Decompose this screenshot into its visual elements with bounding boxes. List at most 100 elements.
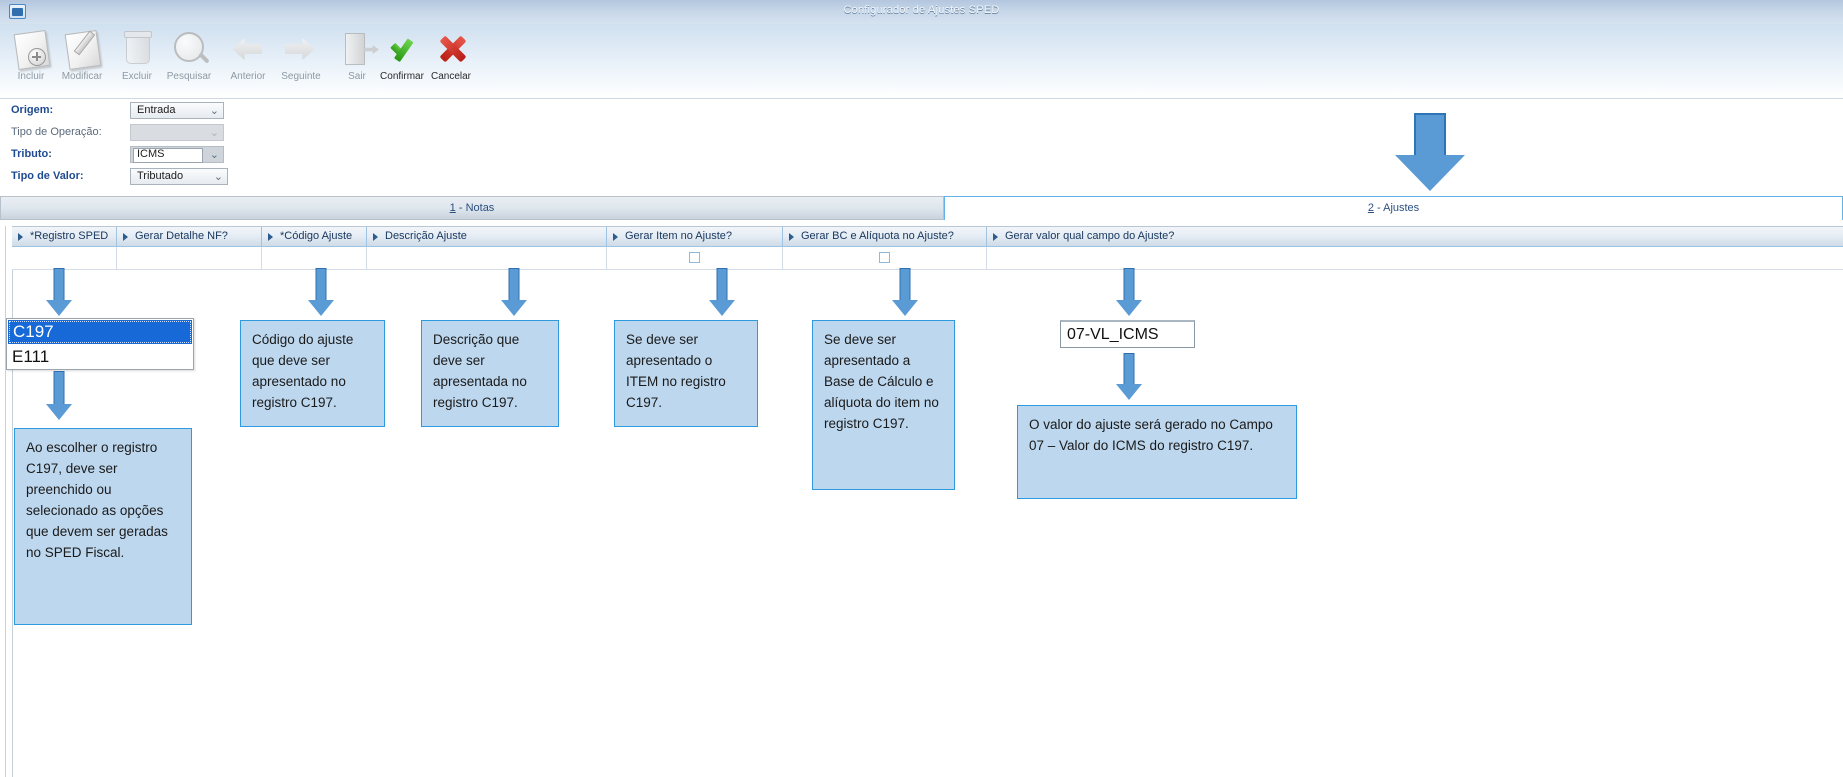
chevron-down-icon: ⌄ bbox=[213, 171, 223, 183]
toolbar-button-cancelar[interactable]: Cancelar bbox=[420, 30, 482, 92]
label-tipo-de-valor: Tipo de Valor: bbox=[11, 170, 84, 182]
toolbar-button-modificar[interactable]: Modificar bbox=[51, 29, 113, 92]
arrow-valor-to-callout bbox=[1115, 353, 1143, 401]
table-row[interactable] bbox=[12, 247, 1843, 270]
cell-gerar-valor-qual-campo-do-ajuste[interactable] bbox=[987, 247, 1843, 270]
grid-header-descricao-ajuste[interactable]: Descrição Ajuste bbox=[367, 227, 607, 247]
toolbar-label-cancelar: Cancelar bbox=[430, 71, 472, 82]
combobox-tributo[interactable]: ICMS ⌄ bbox=[130, 146, 224, 163]
toolbar-button-pesquisar[interactable]: Pesquisar bbox=[158, 30, 220, 92]
callout-codigo-ajuste: Código do ajuste que deve ser apresentad… bbox=[240, 320, 385, 427]
tab-strip: 1 - Notas 2 - Ajustes bbox=[0, 196, 1843, 220]
tab-notas-num: 1 bbox=[449, 202, 456, 214]
toolbar-label-seguinte: Seguinte bbox=[281, 71, 321, 82]
grid-header-registro-sped[interactable]: *Registro SPED bbox=[12, 227, 117, 247]
toolbar-label-pesquisar: Pesquisar bbox=[166, 71, 212, 82]
toolbar-label-excluir: Excluir bbox=[121, 71, 152, 82]
arrow-to-ajustes-tab bbox=[1392, 113, 1468, 193]
window-icon[interactable] bbox=[9, 4, 26, 19]
tab-notas[interactable]: 1 - Notas bbox=[0, 196, 944, 220]
arrow-to-codigo-ajuste bbox=[307, 268, 335, 316]
option-e111[interactable]: E111 bbox=[12, 347, 50, 366]
arrow-registro-sped-to-callout bbox=[45, 371, 73, 421]
cell-codigo-ajuste[interactable] bbox=[262, 247, 367, 270]
tab-notas-label: - Notas bbox=[455, 202, 495, 214]
green-check-icon bbox=[379, 30, 425, 70]
grid-header-codigo-ajuste[interactable]: *Código Ajuste bbox=[262, 227, 367, 247]
arrow-right-icon bbox=[278, 30, 324, 70]
magnifier-icon bbox=[166, 30, 212, 70]
toolbar-button-confirmar[interactable]: Confirmar bbox=[371, 30, 433, 92]
combobox-tipo-de-valor[interactable]: Tributado ⌄ bbox=[130, 168, 228, 185]
toolbar: Incluir Modificar Excluir Pesquisar Ante bbox=[0, 24, 1843, 99]
toolbar-label-confirmar: Confirmar bbox=[380, 71, 424, 82]
grid-header-gerar-detalhe-nf[interactable]: Gerar Detalhe NF? bbox=[117, 227, 262, 247]
grid-header-row: *Registro SPED Gerar Detalhe NF? *Código… bbox=[12, 226, 1843, 247]
form-fields: Origem: Entrada ⌄ Tipo de Operação: ⌄ Tr… bbox=[0, 98, 620, 185]
arrow-to-descricao-ajuste bbox=[500, 268, 528, 316]
arrow-to-gerar-bc bbox=[891, 268, 919, 316]
tab-ajustes-num: 2 bbox=[1367, 202, 1374, 214]
grid-header-gerar-bc-e-aliquota-no-ajuste[interactable]: Gerar BC e Alíquota no Ajuste? bbox=[783, 227, 987, 247]
option-c197[interactable]: C197 bbox=[8, 320, 192, 344]
cell-gerar-bc-e-aliquota-no-ajuste[interactable] bbox=[783, 247, 987, 270]
callout-gerar-valor: O valor do ajuste será gerado no Campo 0… bbox=[1017, 405, 1297, 499]
arrow-left-icon bbox=[225, 30, 271, 70]
toolbar-button-excluir[interactable]: Excluir bbox=[106, 30, 168, 92]
toolbar-label-sair: Sair bbox=[348, 71, 366, 82]
combobox-tipo-de-valor-value: Tributado bbox=[137, 170, 184, 182]
sort-arrow-icon bbox=[993, 233, 998, 241]
window-title: Configurador de Ajustes SPED bbox=[843, 4, 1000, 16]
combobox-tributo-value: ICMS bbox=[137, 148, 165, 160]
toolbar-button-sair[interactable]: Sair bbox=[326, 30, 388, 92]
label-tipo-de-operacao: Tipo de Operação: bbox=[11, 126, 102, 138]
grid-header-gerar-item-no-ajuste[interactable]: Gerar Item no Ajuste? bbox=[607, 227, 783, 247]
tab-ajustes[interactable]: 2 - Ajustes bbox=[944, 196, 1843, 220]
toolbar-button-seguinte[interactable]: Seguinte bbox=[270, 30, 332, 92]
gerar-valor-campo-value: 07-VL_ICMS bbox=[1067, 326, 1159, 343]
data-grid: *Registro SPED Gerar Detalhe NF? *Código… bbox=[12, 226, 1843, 270]
chevron-down-icon: ⌄ bbox=[209, 149, 219, 161]
toolbar-label-anterior: Anterior bbox=[230, 71, 266, 82]
arrow-to-registro-sped bbox=[45, 268, 73, 316]
sort-arrow-icon bbox=[613, 233, 618, 241]
cell-gerar-item-no-ajuste[interactable] bbox=[607, 247, 783, 270]
tab-ajustes-label: - Ajustes bbox=[1373, 202, 1420, 214]
callout-gerar-item: Se deve ser apresentado o ITEM no regist… bbox=[614, 320, 758, 427]
title-bar: Configurador de Ajustes SPED bbox=[0, 0, 1843, 25]
checkbox-gerar-bc-e-aliquota-no-ajuste[interactable] bbox=[879, 252, 890, 263]
chevron-down-icon: ⌄ bbox=[209, 127, 219, 139]
red-x-icon bbox=[428, 30, 474, 70]
toolbar-label-incluir: Incluir bbox=[17, 71, 45, 82]
toolbar-button-incluir[interactable]: Incluir bbox=[0, 29, 62, 92]
sort-arrow-icon bbox=[123, 233, 128, 241]
grid-header-gerar-valor-qual-campo-do-ajuste[interactable]: Gerar valor qual campo do Ajuste? bbox=[987, 227, 1843, 247]
toolbar-button-anterior[interactable]: Anterior bbox=[217, 30, 279, 92]
callout-registro-sped: Ao escolher o registro C197, deve ser pr… bbox=[14, 428, 192, 625]
cell-gerar-detalhe-nf[interactable] bbox=[117, 247, 262, 270]
combobox-origem[interactable]: Entrada ⌄ bbox=[130, 102, 224, 119]
checkbox-gerar-item-no-ajuste[interactable] bbox=[689, 252, 700, 263]
grid-frame-left bbox=[5, 226, 6, 777]
combobox-tipo-de-operacao[interactable]: ⌄ bbox=[130, 124, 224, 141]
registro-sped-dropdown-list[interactable]: C197 E111 bbox=[6, 318, 194, 370]
edit-document-icon bbox=[59, 29, 105, 71]
new-document-icon bbox=[8, 29, 54, 71]
cell-descricao-ajuste[interactable] bbox=[367, 247, 607, 270]
combobox-origem-value: Entrada bbox=[137, 104, 176, 116]
gerar-valor-campo-input[interactable]: 07-VL_ICMS bbox=[1060, 320, 1195, 348]
chevron-down-icon: ⌄ bbox=[209, 105, 219, 117]
label-origem: Origem: bbox=[11, 104, 54, 116]
exit-door-icon bbox=[334, 30, 380, 70]
trash-icon bbox=[114, 30, 160, 70]
cell-registro-sped[interactable] bbox=[12, 247, 117, 270]
arrow-to-gerar-valor bbox=[1115, 268, 1143, 316]
toolbar-label-modificar: Modificar bbox=[61, 71, 103, 82]
label-tributo: Tributo: bbox=[11, 148, 52, 160]
sort-arrow-icon bbox=[373, 233, 378, 241]
callout-descricao-ajuste: Descrição que deve ser apresentada no re… bbox=[421, 320, 559, 427]
grid-frame-left-inner bbox=[12, 270, 13, 777]
arrow-to-gerar-item bbox=[708, 268, 736, 316]
sort-arrow-icon bbox=[268, 233, 273, 241]
